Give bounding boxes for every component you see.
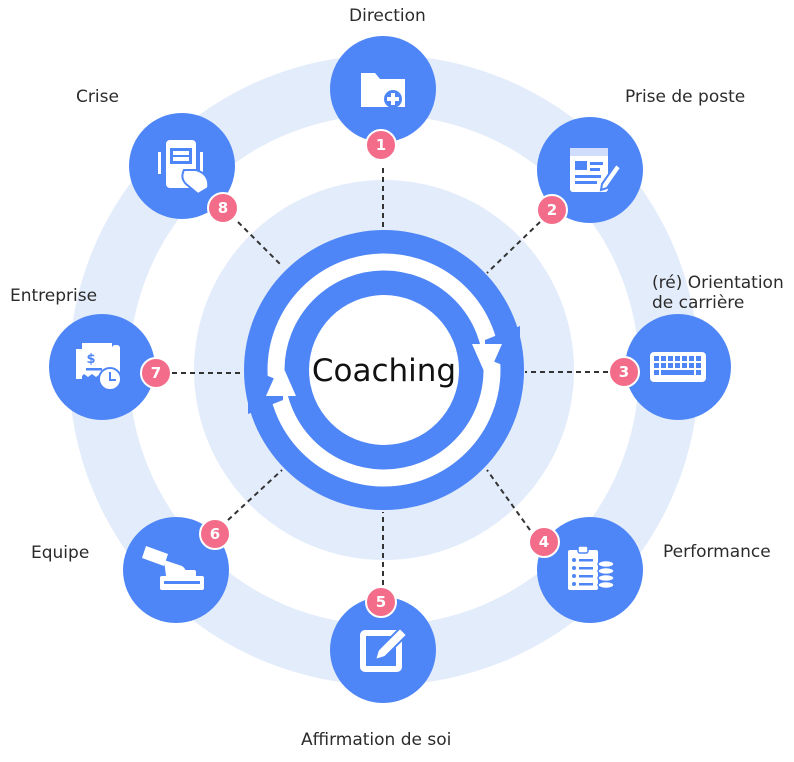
connector-line — [486, 469, 531, 531]
handshake-icon — [142, 546, 204, 590]
center-hub: Coaching — [244, 230, 524, 510]
node-8: 8 — [129, 113, 239, 224]
node-label-direction: Direction — [349, 6, 426, 26]
step-badge: 6 — [199, 518, 231, 550]
node-label-performance: Performance — [663, 542, 771, 562]
node-1: 1 — [330, 36, 436, 161]
connector-line — [237, 221, 283, 267]
step-number: 5 — [376, 593, 386, 611]
node-2: 2 — [536, 117, 643, 226]
cycle-arrow-left-icon — [266, 362, 296, 396]
node-label-prise-de-poste: Prise de poste — [625, 87, 746, 107]
finance-clock-icon: $ — [76, 343, 122, 391]
step-number: 1 — [376, 136, 386, 154]
pen-square-icon — [360, 626, 409, 672]
center-label: Coaching — [312, 353, 456, 389]
step-badge: 8 — [207, 192, 239, 224]
step-number: 2 — [547, 201, 557, 219]
step-badge: 7 — [140, 357, 172, 389]
folder-add-icon — [361, 73, 405, 108]
step-number: 6 — [210, 525, 220, 543]
node-label-orientation: (ré) Orientation de carrière — [652, 273, 784, 313]
document-edit-icon — [570, 148, 623, 192]
step-number: 7 — [151, 364, 161, 382]
node-6: 6 — [123, 517, 231, 623]
step-badge: 2 — [536, 194, 568, 226]
node-4: 4 — [528, 517, 643, 623]
step-number: 4 — [539, 533, 549, 551]
node-label-entreprise: Entreprise — [10, 286, 98, 306]
node-7: $7 — [49, 314, 172, 420]
step-badge: 5 — [365, 586, 397, 618]
step-badge: 4 — [528, 526, 560, 558]
connectors — [172, 168, 608, 585]
connector-line — [486, 221, 541, 274]
mobile-touch-icon — [158, 140, 210, 196]
connector-line — [227, 469, 283, 521]
node-label-affirmation: Affirmation de soi — [301, 730, 452, 750]
step-badge: 1 — [365, 129, 397, 161]
keyboard-icon — [650, 352, 706, 382]
step-number: 8 — [218, 199, 228, 217]
node-3: 3 — [608, 314, 731, 420]
step-number: 3 — [619, 363, 629, 381]
step-badge: 3 — [608, 356, 640, 388]
node-label-crise: Crise — [76, 87, 119, 107]
svg-text:$: $ — [86, 352, 95, 367]
cycle-arrow-right-icon — [472, 344, 502, 378]
nodes: 1 2 3 4 5 6 $7 8 — [49, 36, 731, 703]
node-5: 5 — [330, 586, 436, 703]
node-label-equipe: Equipe — [31, 543, 90, 563]
checklist-database-icon — [568, 545, 615, 590]
